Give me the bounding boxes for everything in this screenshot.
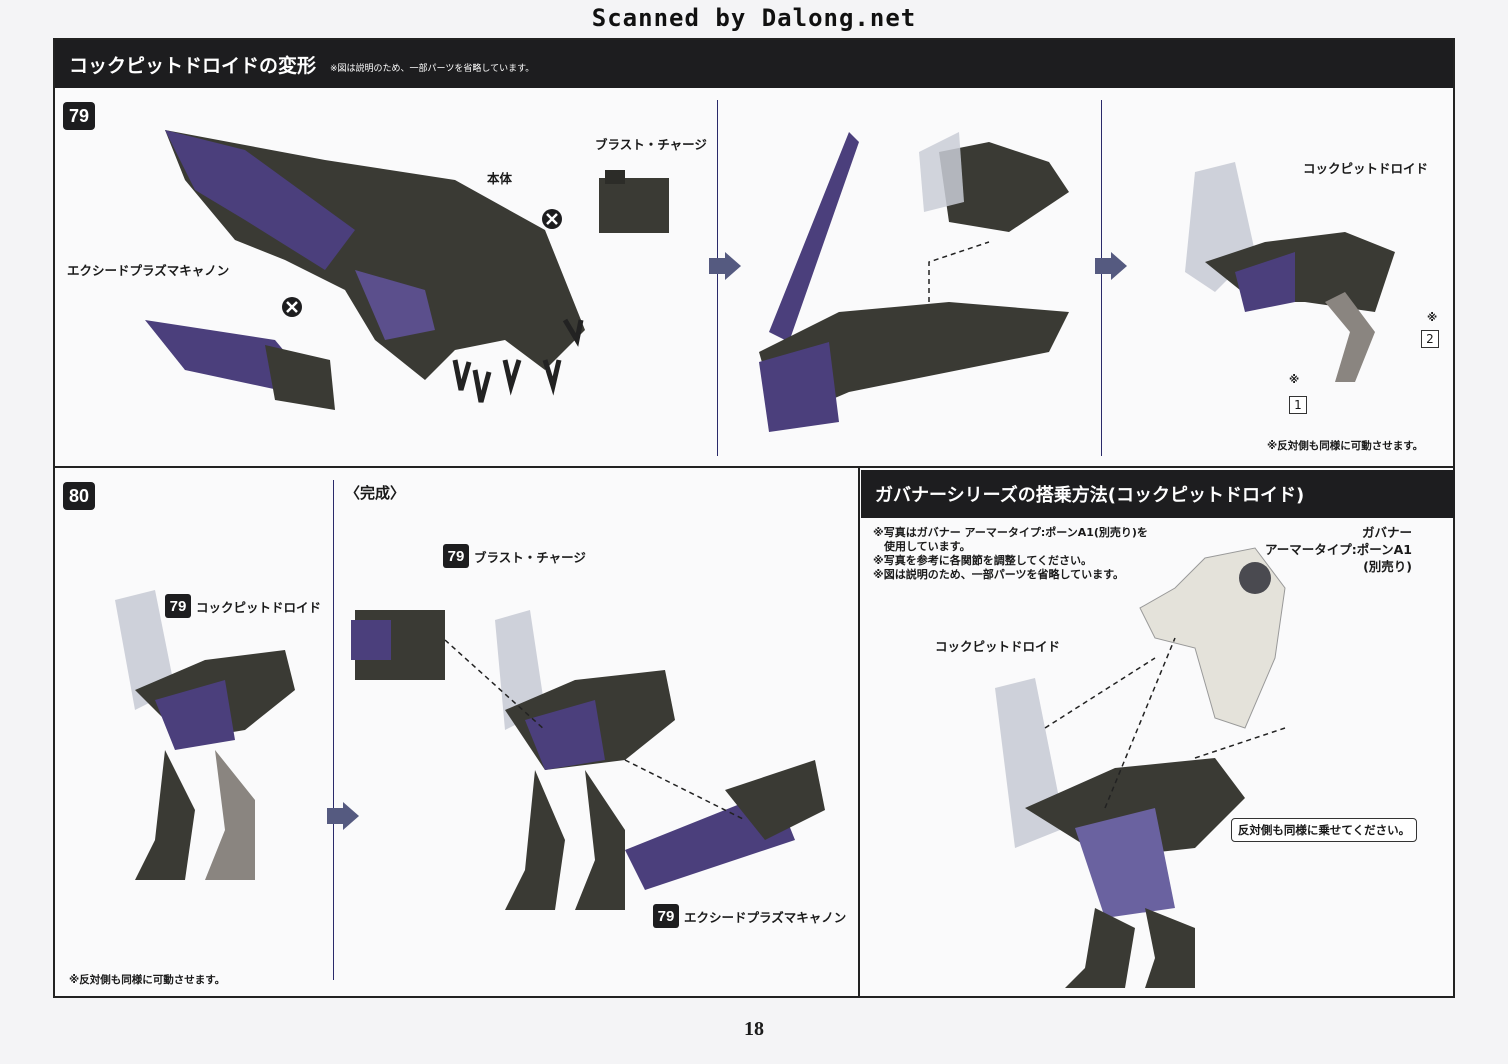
next-step-arrow-icon [327,802,359,830]
panel-separator-1 [717,100,718,456]
cockpit-droid-pose-illustration [115,590,295,880]
asterisk-marker: ※ [1289,374,1300,386]
step-80-exceed-plasma-cannon-tag: 79 エクシードプラズマキャノン [653,904,846,928]
boarding-note: ※写真を参考に各関節を調整してください。 [873,554,1093,567]
panel-separator-2 [1101,100,1102,456]
row-divider [55,466,1453,468]
boarding-callout: 反対側も同様に乗せてください。 [1231,818,1417,842]
label-cockpit-droid: コックピットドロイド [1303,161,1429,176]
boarding-note: ※写真はガバナー アーマータイプ:ポーンA1(別売り)を [873,526,1148,539]
section-title: コックピットドロイドの変形 [69,54,317,77]
boarding-notes: ※写真はガバナー アーマータイプ:ポーンA1(別売り)を 使用しています。 ※写… [873,526,1148,582]
step-80-number: 80 [63,482,95,510]
boarding-note: 使用しています。 [873,540,971,553]
step-80-cockpit-droid-tag: 79 コックピットドロイド [165,594,321,618]
label-blast-charge: ブラスト・チャージ [595,137,707,152]
ref-step-badge: 79 [653,904,679,928]
boarding-section-header: ガバナーシリーズの搭乗方法(コックピットドロイド) [861,470,1455,518]
section-header: コックピットドロイドの変形 ※図は説明のため、一部パーツを省略しています。 [55,40,1453,88]
ref-step-badge: 79 [165,594,191,618]
label-exceed-plasma-cannon: エクシードプラズマキャノン [67,263,230,278]
label-body: 本体 [487,171,513,186]
panel-separator-3 [333,480,334,980]
dragon-zoid-illustration [145,130,585,410]
ref-step-badge: 79 [443,544,469,568]
next-step-arrow-icon [709,252,741,280]
tag-label: ブラスト・チャージ [474,549,586,565]
step-79-footnote: ※反対側も同様に可動させます。 [1267,440,1424,452]
figure-label-line: ガバナー [1361,525,1412,540]
asterisk-marker: ※ [1427,312,1438,324]
step-79-number: 79 [63,102,95,130]
instruction-page: コックピットドロイドの変形 ※図は説明のため、一部パーツを省略しています。 79… [53,38,1455,998]
separation-illustration [759,132,1069,432]
cockpit-droid-illustration [1185,162,1395,382]
motion-marker-1: 1 [1289,396,1307,414]
figure-label-line: (別売り) [1363,559,1412,574]
page-number: 18 [744,1018,764,1040]
section-note: ※図は説明のため、一部パーツを省略しています。 [330,63,535,74]
tag-label: エクシードプラズマキャノン [684,909,847,925]
figure-label-line: アーマータイプ:ポーンA1 [1265,542,1412,557]
boarding-note: ※図は説明のため、一部パーツを省略しています。 [873,568,1125,581]
scan-credit: Scanned by Dalong.net [591,4,917,32]
complete-label: 〈完成〉 [345,484,406,502]
motion-marker-2: 2 [1421,330,1439,348]
step-80-blast-charge-tag: 79 ブラスト・チャージ [443,544,586,568]
bottom-divider [858,466,860,996]
boarding-photo-illustration [995,547,1286,988]
completed-droid-illustration [351,610,825,910]
remove-icon [542,209,562,229]
boarding-cockpit-droid-label: コックピットドロイド [935,639,1061,654]
tag-label: コックピットドロイド [196,599,322,615]
step-80-footnote: ※反対側も同様に可動させます。 [69,974,226,986]
remove-icon [282,297,302,317]
blast-charge-part [599,170,669,233]
figure-label: ガバナー アーマータイプ:ポーンA1 (別売り) [1265,524,1412,575]
next-step-arrow-icon [1095,252,1127,280]
